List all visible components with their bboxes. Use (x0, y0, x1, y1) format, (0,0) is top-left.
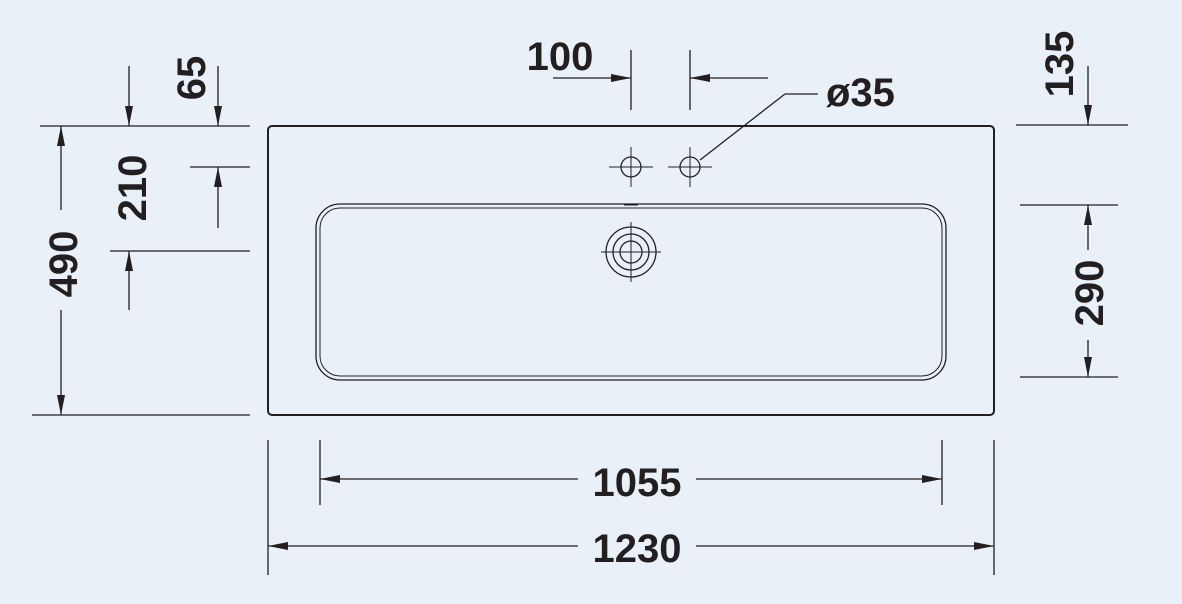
dim-label-tap-spacing: 100 (527, 35, 594, 79)
dim-bowl-depth: 290 (1020, 204, 1118, 378)
dim-label-edge-to-tap-right: 135 (1038, 31, 1082, 98)
dim-label-total-width: 1230 (593, 527, 682, 571)
dim-label-bowl-depth: 290 (1068, 260, 1112, 327)
basin-outline (267, 125, 995, 416)
dim-label-front-to-tap: 210 (111, 155, 155, 222)
dim-total-width: 1230 (267, 440, 995, 575)
dim-edge-to-tap-right: 135 (1016, 31, 1128, 126)
basin-bowl-outer (315, 203, 947, 381)
dim-tap-spacing: 100 (527, 35, 768, 110)
basin-bowl-inner (319, 207, 943, 377)
dim-tap-diameter: ø35 (699, 71, 895, 161)
dim-label-edge-to-tap-left: 65 (170, 56, 214, 101)
dim-front-to-tap: 210 (110, 155, 250, 310)
tap-hole-right-icon (668, 147, 712, 187)
dim-inner-width: 1055 (319, 440, 943, 505)
dim-label-total-depth: 490 (42, 231, 86, 298)
dim-label-inner-width: 1055 (593, 461, 682, 505)
dim-total-depth: 490 (32, 125, 250, 416)
drain-icon (601, 222, 661, 282)
dim-edge-to-tap-left: 65 (125, 56, 222, 126)
tap-hole-left-icon (609, 147, 653, 187)
dim-label-tap-diameter: ø35 (826, 71, 895, 115)
basin-top-rim (267, 125, 995, 416)
